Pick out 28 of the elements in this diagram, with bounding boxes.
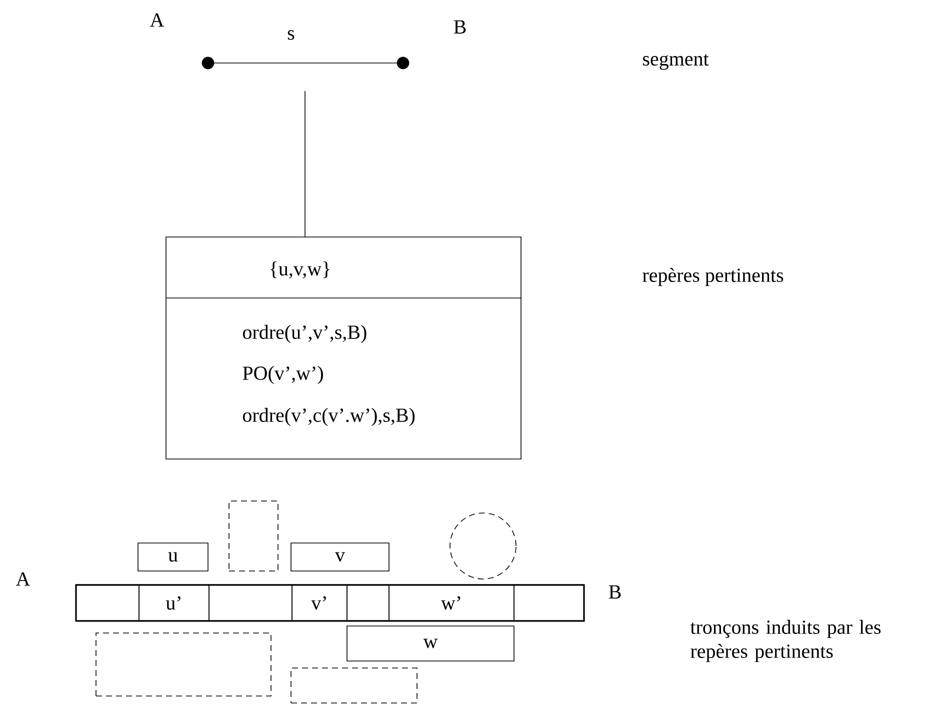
point-label: A [150,13,164,27]
point-label: B [454,20,466,34]
text-label: repères pertinents [642,268,784,286]
label-box: w’ [388,584,514,622]
point-dot [202,56,214,70]
text-label: B [608,585,621,599]
text-label: A [16,572,30,586]
label-box: v [290,542,390,572]
predicate-box: {u,v,w} ordre(u’,v’,s,B) PO(v’,w’) ordre(v’,c(v’.w’),s,B) [166,236,522,460]
line [214,62,398,64]
label-box: w [346,626,514,662]
text-label: segment [643,54,709,70]
box [514,584,584,622]
box [346,584,390,622]
box [208,584,292,622]
line [304,90,306,237]
box [76,584,140,622]
strip [75,584,585,622]
dashed-shape [96,632,272,696]
dashed-circle [450,512,516,580]
label-box: u’ [138,584,210,622]
text-label: tronçons induits par les repères pertinents [690,620,881,662]
point-dot [396,56,410,70]
label-box: v’ [292,584,348,622]
dashed-shape [228,500,278,572]
edge-label: s [286,29,296,41]
label-box: u [138,542,208,572]
dashed-shape [290,668,418,704]
